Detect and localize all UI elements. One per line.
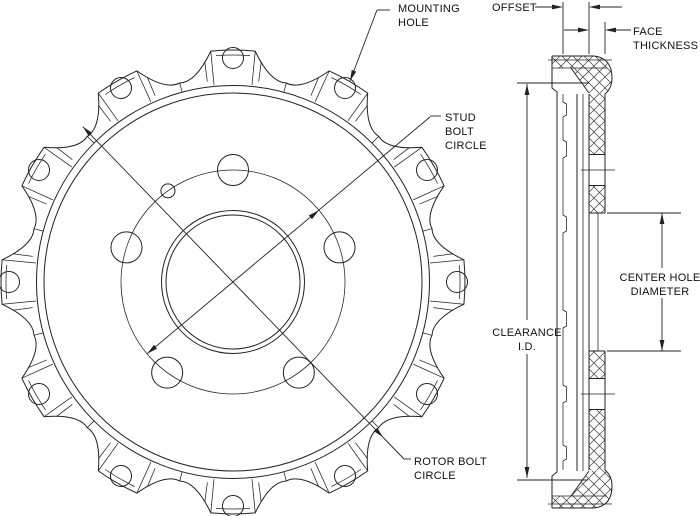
label-rotor-bolt-circle: ROTOR BOLT <box>414 456 487 468</box>
label-mounting-hole: MOUNTING <box>398 3 460 15</box>
label-face-thickness: FACE <box>633 26 663 38</box>
label-clearance-id: CLEARANCE <box>492 327 562 339</box>
front-view-geometry <box>0 47 468 516</box>
label-center-hole-diameter: CENTER HOLE <box>620 272 700 284</box>
callout-labels: MOUNTING HOLE OFFSET FACE THICKNESS STUD… <box>398 2 700 482</box>
label-clearance-id-2: I.D. <box>518 341 536 353</box>
label-mounting-hole-2: HOLE <box>398 17 429 29</box>
label-stud-bolt-circle: STUD <box>445 112 476 124</box>
section-view-geometry <box>548 55 615 509</box>
label-rotor-bolt-circle-2: CIRCLE <box>414 470 456 482</box>
label-face-thickness-2: THICKNESS <box>633 40 698 52</box>
label-stud-bolt-circle-3: CIRCLE <box>445 140 487 152</box>
dimension-lines <box>82 2 681 481</box>
label-stud-bolt-circle-2: BOLT <box>445 126 474 138</box>
label-offset: OFFSET <box>492 2 537 14</box>
label-center-hole-diameter-2: DIAMETER <box>631 286 690 298</box>
